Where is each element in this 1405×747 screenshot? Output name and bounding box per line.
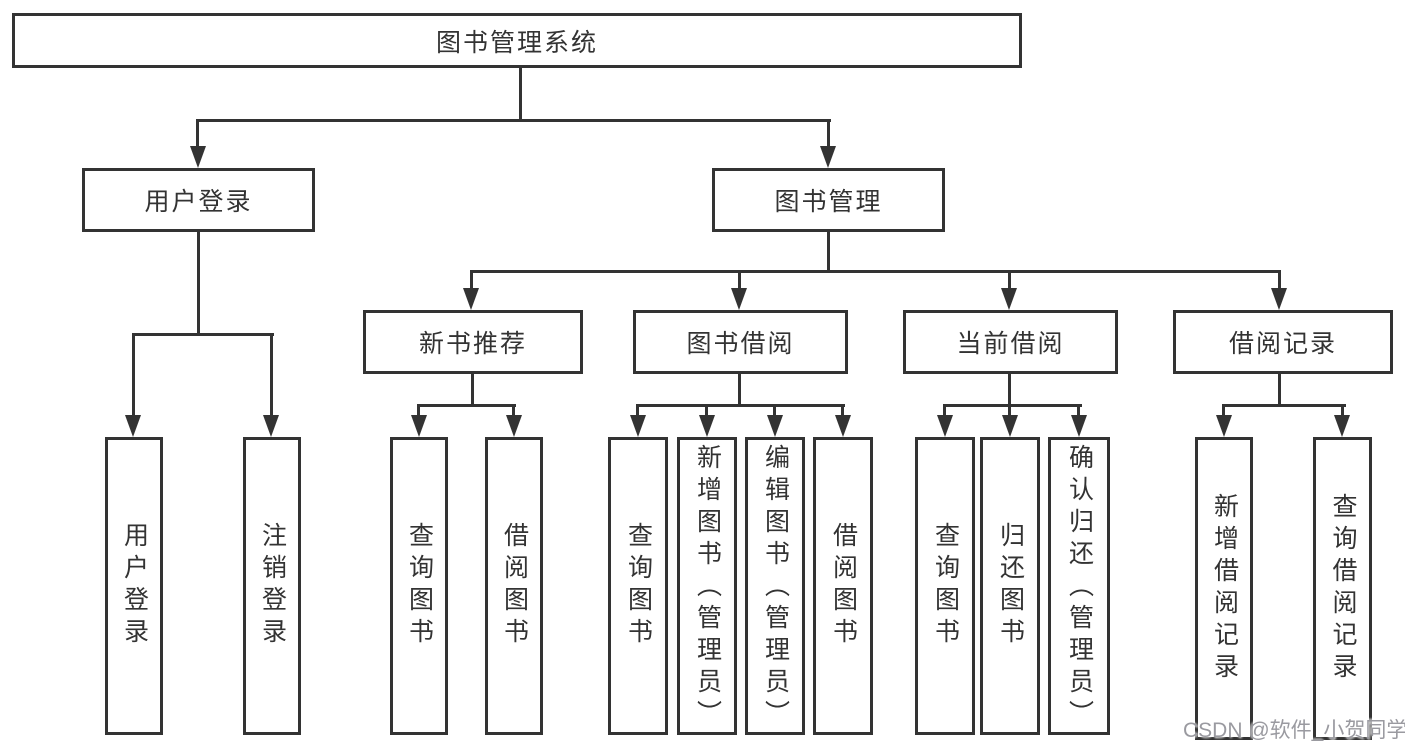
connector-stem-confirm-return (1077, 404, 1080, 415)
arrow-book-borrowing (731, 288, 747, 310)
connector-user-login-rail (133, 333, 274, 336)
leaf-logout-label: 注销登录 (258, 522, 287, 650)
leaf-edit-books-admin: 编辑图书（管理员） (745, 437, 805, 735)
arrow-query-books-3 (937, 415, 953, 437)
leaf-logout: 注销登录 (243, 437, 301, 735)
arrow-add-borrow-record (1216, 415, 1232, 437)
connector-stem-current-borrowing (1008, 270, 1011, 288)
leaf-add-borrow-record: 新增借阅记录 (1195, 437, 1253, 740)
leaf-borrow-books-1-label: 借阅图书 (500, 522, 529, 650)
arrow-query-borrow-record (1334, 415, 1350, 437)
node-user-login: 用户登录 (82, 168, 315, 232)
connector-stem-leaf-logout (270, 333, 273, 415)
connector-book-borrowing-rail (636, 404, 845, 407)
leaf-borrow-books-2-label: 借阅图书 (829, 522, 858, 650)
connector-stem-add-borrow-record (1222, 404, 1225, 415)
connector-stem-borrow-books-2 (841, 404, 844, 415)
node-library-management-system: 图书管理系统 (12, 13, 1022, 68)
arrow-borrowing-records (1271, 288, 1287, 310)
arrow-query-books-2 (630, 415, 646, 437)
leaf-confirm-return-admin-label: 确认归还（管理员） (1065, 444, 1094, 732)
connector-stem-query-books-2 (636, 404, 639, 415)
leaf-add-books-admin: 新增图书（管理员） (677, 437, 737, 735)
node-current-borrowing: 当前借阅 (903, 310, 1118, 374)
connector-stem-return-books (1008, 404, 1011, 415)
watermark-text: CSDN @软件_小贺同学 (1183, 719, 1405, 742)
connector-book-management-trunk (827, 232, 830, 273)
connector-borrowing-records-rail (1222, 404, 1346, 407)
leaf-query-borrow-record: 查询借阅记录 (1313, 437, 1372, 740)
leaf-user-login-label: 用户登录 (120, 522, 149, 650)
connector-stem-add-books (705, 404, 708, 415)
connector-user-login-trunk (197, 232, 200, 336)
connector-stem-query-borrow-record (1341, 404, 1344, 415)
arrow-current-borrowing (1001, 288, 1017, 310)
leaf-query-books-2-label: 查询图书 (624, 522, 653, 650)
connector-stem-borrowing-records (1278, 270, 1281, 288)
connector-borrowing-records-trunk (1278, 374, 1281, 407)
arrow-book-management (820, 146, 836, 168)
arrow-query-books-1 (411, 415, 427, 437)
connector-current-borrowing-trunk (1008, 374, 1011, 407)
leaf-return-books-label: 归还图书 (996, 522, 1025, 650)
leaf-query-books-3-label: 查询图书 (931, 522, 960, 650)
connector-book-borrowing-trunk (738, 374, 741, 407)
connector-current-borrowing-rail (943, 404, 1082, 407)
connector-stem-query-books-1 (417, 404, 420, 415)
leaf-user-login: 用户登录 (105, 437, 163, 735)
leaf-query-books-2: 查询图书 (608, 437, 668, 735)
connector-root-trunk (519, 68, 522, 120)
leaf-query-books-1-label: 查询图书 (405, 522, 434, 650)
arrow-add-books (699, 415, 715, 437)
connector-level3-rail (471, 270, 1281, 273)
leaf-confirm-return-admin: 确认归还（管理员） (1048, 437, 1110, 735)
leaf-query-books-1: 查询图书 (390, 437, 448, 735)
connector-level2-rail (197, 119, 831, 122)
node-book-borrowing: 图书借阅 (633, 310, 848, 374)
leaf-query-borrow-record-label: 查询借阅记录 (1329, 492, 1357, 685)
arrow-edit-books (767, 415, 783, 437)
leaf-add-books-admin-label: 新增图书（管理员） (693, 444, 722, 732)
connector-new-book-rail (417, 404, 516, 407)
arrow-new-book (463, 288, 479, 310)
arrow-borrow-books-1 (506, 415, 522, 437)
connector-stem-edit-books (773, 404, 776, 415)
connector-stem-query-books-3 (943, 404, 946, 415)
connector-stem-leaf-user-login (132, 333, 135, 415)
connector-stem-user-login (196, 119, 199, 147)
connector-new-book-trunk (471, 374, 474, 407)
node-new-book-recommendation: 新书推荐 (363, 310, 583, 374)
connector-stem-new-book (470, 270, 473, 288)
leaf-edit-books-admin-label: 编辑图书（管理员） (761, 444, 790, 732)
connector-stem-book-borrowing (738, 270, 741, 288)
connector-stem-book-management (827, 119, 830, 147)
arrow-leaf-user-login (125, 415, 141, 437)
arrow-confirm-return (1071, 415, 1087, 437)
connector-stem-borrow-books-1 (512, 404, 515, 415)
leaf-borrow-books-1: 借阅图书 (485, 437, 543, 735)
arrow-user-login (190, 146, 206, 168)
arrow-leaf-logout (263, 415, 279, 437)
leaf-add-borrow-record-label: 新增借阅记录 (1210, 492, 1239, 685)
leaf-return-books: 归还图书 (980, 437, 1040, 735)
node-book-management: 图书管理 (712, 168, 945, 232)
leaf-borrow-books-2: 借阅图书 (813, 437, 873, 735)
node-borrowing-records: 借阅记录 (1173, 310, 1393, 374)
arrow-borrow-books-2 (835, 415, 851, 437)
arrow-return-books (1002, 415, 1018, 437)
leaf-query-books-3: 查询图书 (915, 437, 975, 735)
